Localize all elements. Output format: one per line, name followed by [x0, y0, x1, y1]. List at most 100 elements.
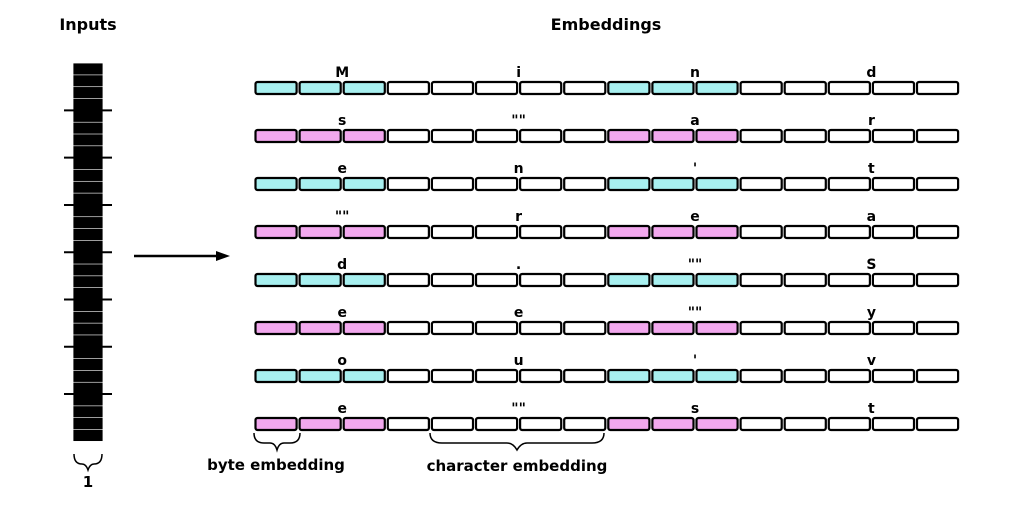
embeddings-title: Embeddings — [551, 15, 662, 34]
embedding-block — [607, 224, 651, 240]
embedding-block — [386, 272, 430, 288]
embedding-char: s — [338, 113, 346, 129]
embedding-char: d — [337, 257, 347, 273]
embedding-block — [739, 416, 783, 432]
embedding-char: e — [690, 209, 700, 225]
embedding-block — [430, 224, 475, 240]
embedding-block — [739, 80, 783, 96]
embedding-block — [430, 416, 475, 432]
embedding-block — [518, 80, 563, 96]
embedding-block — [342, 368, 386, 384]
input-cell — [73, 169, 103, 181]
embedding-block — [386, 320, 430, 336]
embedding-block — [386, 416, 430, 432]
embedding-block — [915, 176, 960, 192]
arrow-head — [216, 251, 230, 261]
input-cell — [73, 429, 103, 442]
embedding-block — [430, 320, 475, 336]
input-cell — [73, 358, 103, 371]
embedding-block — [915, 128, 960, 144]
embedding-block — [254, 416, 298, 432]
embedding-char: t — [868, 161, 875, 177]
embedding-block — [342, 272, 386, 288]
embedding-block — [518, 368, 563, 384]
embedding-block — [342, 416, 386, 432]
embedding-block — [783, 320, 827, 336]
embedding-block — [386, 80, 430, 96]
embedding-block — [563, 368, 607, 384]
embedding-char: o — [337, 353, 347, 369]
input-cell-char: t — [87, 432, 90, 440]
embedding-block — [474, 128, 519, 144]
embedding-block — [518, 176, 563, 192]
embedding-char: "" — [688, 305, 703, 321]
input-cell — [73, 276, 103, 288]
embedding-block — [607, 320, 651, 336]
embedding-block — [783, 80, 827, 96]
embedding-block — [827, 80, 871, 96]
embedding-block — [298, 368, 342, 384]
embedding-char: y — [867, 305, 876, 321]
input-cell — [73, 264, 103, 276]
embedding-block — [871, 80, 916, 96]
embedding-char: t — [868, 401, 875, 417]
inputs-title: Inputs — [59, 15, 116, 34]
embedding-char: "" — [511, 113, 526, 129]
embedding-block — [827, 272, 871, 288]
input-cell — [73, 406, 103, 418]
embedding-char: S — [866, 257, 876, 273]
embedding-block — [386, 128, 430, 144]
embedding-block — [342, 224, 386, 240]
embedding-block — [518, 272, 563, 288]
input-cell-char: e — [86, 314, 90, 322]
embedding-char: "" — [511, 401, 526, 417]
embedding-block — [563, 128, 607, 144]
embedding-block — [915, 80, 960, 96]
character-embedding-brace — [429, 432, 605, 452]
embedding-block — [607, 416, 651, 432]
embedding-block — [563, 224, 607, 240]
embedding-char: a — [690, 113, 699, 129]
embedding-block — [518, 224, 563, 240]
input-cell-char: n — [86, 172, 90, 180]
embedding-char: e — [337, 401, 347, 417]
input-cell-char: e — [86, 231, 90, 239]
input-cell-char: n — [86, 89, 90, 97]
input-cell — [73, 63, 103, 75]
embedding-block — [739, 128, 783, 144]
input-cell-char: r — [87, 148, 90, 156]
input-count-label: 1 — [83, 473, 93, 491]
input-cell — [73, 228, 103, 241]
embedding-block — [783, 416, 827, 432]
embedding-block — [607, 80, 651, 96]
embedding-block — [695, 128, 739, 144]
embedding-block — [430, 272, 475, 288]
embedding-block — [342, 176, 386, 192]
input-cell-char: M — [85, 66, 91, 74]
input-cell-char: e — [86, 302, 90, 310]
embedding-block — [827, 128, 871, 144]
byte-embedding-label: byte embedding — [207, 456, 345, 474]
embedding-char: d — [866, 65, 876, 81]
embedding-block — [651, 272, 695, 288]
input-cell-char: d — [86, 101, 90, 109]
embedding-block — [651, 176, 695, 192]
byte-embedding-brace — [253, 432, 301, 453]
embedding-block — [607, 368, 651, 384]
embedding-block — [827, 416, 871, 432]
embedding-block — [871, 224, 916, 240]
embedding-block — [827, 320, 871, 336]
embedding-block — [254, 128, 298, 144]
input-cell-char: u — [86, 361, 90, 369]
embedding-block — [871, 368, 916, 384]
input-cell — [73, 75, 103, 87]
input-cell-char: . — [87, 266, 89, 274]
embedding-block — [518, 416, 563, 432]
embedding-block — [298, 80, 342, 96]
